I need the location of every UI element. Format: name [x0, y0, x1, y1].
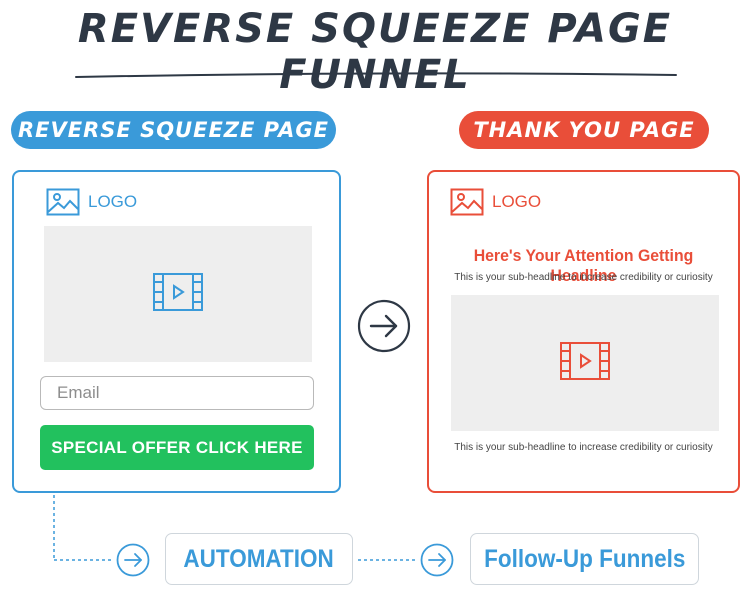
reverse-squeeze-page-panel: LOGO SPECIAL OFFER CLICK HERE — [12, 170, 341, 493]
page-title: Reverse Squeeze Page Funnel — [77, 6, 673, 98]
attention-headline: Here's Your Attention Getting Headline — [473, 246, 694, 285]
thank-you-page-heading: Thank You Page — [459, 111, 709, 149]
special-offer-button[interactable]: SPECIAL OFFER CLICK HERE — [40, 425, 314, 470]
reverse-squeeze-page-heading: Reverse Squeeze Page — [11, 111, 336, 149]
thank-you-page-panel: LOGO Here's Your Attention Getting Headl… — [427, 170, 740, 493]
video-placeholder[interactable] — [451, 295, 719, 431]
video-placeholder[interactable] — [44, 226, 312, 362]
arrow-right-circle-icon — [420, 543, 454, 577]
follow-up-funnels-label: Follow-Up Funnels — [483, 544, 686, 573]
arrow-right-circle-icon — [116, 543, 150, 577]
automation-label: AUTOMATION — [183, 544, 335, 573]
subheadline-bottom: This is your sub-headline to increase cr… — [454, 442, 713, 453]
image-icon — [450, 188, 484, 216]
logo-left: LOGO — [46, 188, 137, 216]
email-field[interactable] — [40, 376, 314, 410]
subheadline-top: This is your sub-headline to increase cr… — [454, 272, 713, 283]
logo-text: LOGO — [492, 192, 542, 211]
video-icon — [560, 341, 610, 385]
video-icon — [153, 272, 203, 316]
arrow-right-circle-icon — [357, 299, 411, 353]
image-icon — [46, 188, 80, 216]
automation-box: AUTOMATION — [165, 533, 353, 585]
logo-right: LOGO — [450, 188, 541, 216]
follow-up-funnels-box: Follow-Up Funnels — [470, 533, 699, 585]
logo-text: LOGO — [88, 192, 138, 211]
